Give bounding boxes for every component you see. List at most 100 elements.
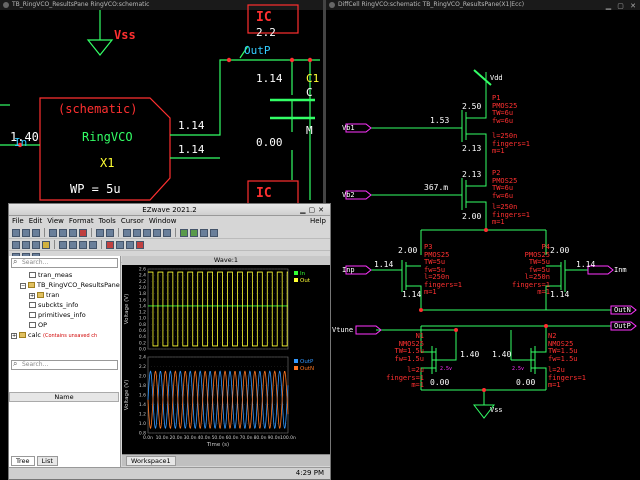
tab-list[interactable]: List bbox=[36, 456, 58, 466]
menu-view[interactable]: View bbox=[47, 217, 64, 225]
ezwave-titlebar[interactable]: EZwave 2021.2 ▁▢✕ bbox=[9, 204, 330, 216]
redo-icon[interactable] bbox=[106, 228, 114, 237]
calculator-icon[interactable] bbox=[42, 240, 50, 249]
p1-instance[interactable]: P1 PMOS25 TW=6u fw=6u l=250n fingers=1 m… bbox=[492, 94, 530, 156]
list-icon[interactable] bbox=[79, 240, 87, 249]
name-column-header[interactable]: Name bbox=[9, 392, 119, 402]
zoom-y-icon[interactable] bbox=[163, 228, 171, 237]
delete-icon[interactable] bbox=[79, 228, 87, 237]
p3-drain-voltage: 1.14 bbox=[402, 290, 422, 299]
menu-file[interactable]: File bbox=[12, 217, 24, 225]
open-icon[interactable] bbox=[12, 228, 20, 237]
vb1-port[interactable]: Vb1 bbox=[342, 124, 355, 132]
in-net-label[interactable]: In bbox=[14, 136, 28, 149]
grid-icon[interactable] bbox=[210, 228, 218, 237]
document-icon bbox=[29, 272, 36, 278]
inm-port[interactable]: Inm bbox=[614, 266, 627, 274]
n2-instance[interactable]: N2 NMOS25 TW=1.5u fw=1.5u l=2u fingers=1… bbox=[548, 332, 586, 390]
window-menu-icon[interactable] bbox=[3, 2, 9, 8]
menu-tools[interactable]: Tools bbox=[98, 217, 116, 225]
tree-item[interactable]: primitives_info bbox=[9, 310, 120, 320]
zoom-in-icon[interactable] bbox=[123, 228, 131, 237]
n1-substrate: 2.5v bbox=[440, 366, 453, 372]
tree-item-label: subckts_info bbox=[38, 301, 79, 309]
outn-port[interactable]: OutN bbox=[614, 306, 631, 314]
vtune-port[interactable]: Vtune bbox=[332, 326, 354, 334]
p3-instance[interactable]: P3 PMOS25 TW=5u fw=5u l=250n fingers=1 m… bbox=[424, 243, 462, 297]
cursor-add-icon[interactable] bbox=[190, 228, 198, 237]
expand-icon[interactable]: − bbox=[20, 283, 26, 289]
paste-icon[interactable] bbox=[69, 228, 77, 237]
cursor-icon[interactable] bbox=[180, 228, 188, 237]
n1-instance[interactable]: N1 NMOS25 TW=1.5u fw=1.5u l=2u fingers=1… bbox=[372, 332, 424, 390]
zoom-fit-icon[interactable] bbox=[143, 228, 151, 237]
workspace-tab[interactable]: Workspace1 bbox=[126, 456, 176, 466]
zoom-out-icon[interactable] bbox=[133, 228, 141, 237]
ringvco-cell-label[interactable]: RingVCO bbox=[82, 130, 133, 144]
tree-item[interactable]: subckts_info bbox=[9, 300, 120, 310]
zoom-x-icon[interactable] bbox=[153, 228, 161, 237]
n2-param: NMOS25 bbox=[548, 339, 574, 348]
tab-tree[interactable]: Tree bbox=[11, 456, 35, 466]
calc-label: calc bbox=[28, 331, 41, 339]
table-icon[interactable] bbox=[69, 240, 77, 249]
p3-param: m=1 bbox=[424, 288, 437, 296]
bus-icon[interactable] bbox=[126, 240, 134, 249]
print-icon[interactable] bbox=[32, 228, 40, 237]
menu-help[interactable]: Help bbox=[310, 217, 326, 225]
tree-item[interactable]: tran_meas bbox=[9, 270, 120, 280]
y-tick-label: 1.8 bbox=[139, 291, 146, 297]
wave-overlay-icon[interactable] bbox=[32, 240, 40, 249]
wave-split-icon[interactable] bbox=[22, 240, 30, 249]
outp-port[interactable]: OutP bbox=[614, 322, 631, 330]
legend-swatch bbox=[294, 271, 298, 275]
p4-drain-voltage: 1.14 bbox=[550, 290, 570, 299]
measure-icon[interactable] bbox=[200, 228, 208, 237]
marker-icon[interactable] bbox=[136, 240, 144, 249]
series-out bbox=[148, 271, 288, 347]
menu-format[interactable]: Format bbox=[68, 217, 94, 225]
right-window-titlebar[interactable]: DiffCell RingVCO:schematic TB_RingVCO_Re… bbox=[326, 0, 640, 10]
undo-icon[interactable] bbox=[96, 228, 104, 237]
window-controls[interactable]: ▁ ▢ ✕ bbox=[605, 2, 638, 10]
tree-item[interactable]: OP bbox=[9, 320, 120, 330]
menu-edit[interactable]: Edit bbox=[28, 217, 43, 225]
p4-instance[interactable]: P4 PMOS25 TW=5u fw=5u l=250n fingers=1 m… bbox=[512, 243, 550, 297]
window-menu-icon[interactable] bbox=[329, 2, 335, 8]
inp-port[interactable]: Inp bbox=[342, 266, 355, 274]
ic-value: 2.2 bbox=[256, 26, 276, 39]
legend-label: Out bbox=[300, 278, 311, 284]
left-window-titlebar[interactable]: TB_RingVCO_ResultsPane RingVCO:schematic bbox=[0, 0, 323, 10]
right-schematic-wires bbox=[345, 69, 637, 419]
plot-icon[interactable] bbox=[59, 240, 67, 249]
tree-item[interactable]: − TB_RingVCO_ResultsPane bbox=[9, 280, 120, 290]
p3-name: P3 bbox=[424, 243, 433, 251]
expand-icon[interactable]: + bbox=[11, 333, 17, 339]
p4-param: fingers=1 bbox=[512, 280, 550, 289]
eye-diagram-icon[interactable] bbox=[116, 240, 124, 249]
database-search-input[interactable]: Search... bbox=[11, 258, 118, 268]
tree-item-label: TB_RingVCO_ResultsPane bbox=[37, 281, 120, 289]
histogram-icon[interactable] bbox=[89, 240, 97, 249]
expand-icon[interactable]: + bbox=[29, 293, 35, 299]
fft-icon[interactable] bbox=[106, 240, 114, 249]
cut-icon[interactable] bbox=[49, 228, 57, 237]
tree-item[interactable]: +tran bbox=[9, 290, 120, 300]
signal-search-input[interactable]: Search... bbox=[11, 360, 118, 370]
series-outp bbox=[147, 370, 289, 430]
menu-window[interactable]: Window bbox=[148, 217, 177, 225]
vb2-port[interactable]: Vb2 bbox=[342, 191, 355, 199]
menu-cursor[interactable]: Cursor bbox=[120, 217, 144, 225]
waveform-plot[interactable]: 2.62.42.22.01.81.61.41.21.00.80.60.40.20… bbox=[122, 265, 330, 454]
p2-instance[interactable]: P2 PMOS25 TW=6u fw=6u l=250n fingers=1 m… bbox=[492, 169, 530, 227]
copy-icon[interactable] bbox=[59, 228, 67, 237]
calc-item[interactable]: +calc (Contains unsaved ch bbox=[9, 330, 120, 340]
window-controls[interactable]: ▁▢✕ bbox=[300, 206, 327, 214]
save-icon[interactable] bbox=[22, 228, 30, 237]
p2-param: l=250n bbox=[492, 203, 518, 211]
outp-net-label[interactable]: OutP bbox=[244, 44, 271, 57]
pin-voltage-1: 1.14 bbox=[178, 119, 205, 132]
wave-new-icon[interactable] bbox=[12, 240, 20, 249]
